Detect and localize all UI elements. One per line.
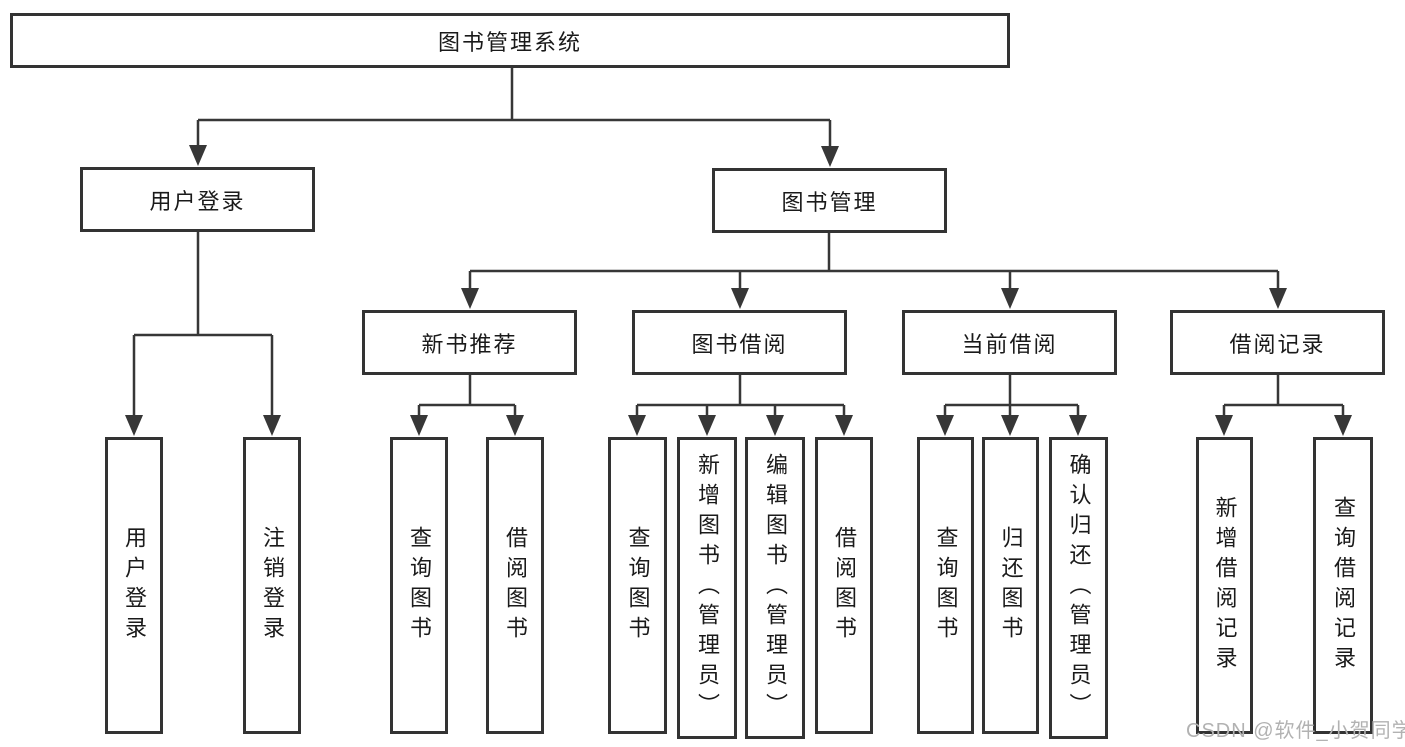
leaf-borrow-books-1-label: 借阅图书 [503,525,528,646]
arrowheads [125,145,1352,436]
leaf-logout-label: 注销登录 [260,525,285,646]
node-current-borrowing: 当前借阅 [902,310,1117,375]
leaf-query-books-2-label: 查询图书 [625,525,651,646]
leaf-add-book-admin-label: 新增图书（管理员） [695,453,720,723]
node-user-login-label: 用户登录 [149,188,246,214]
node-book-borrowing-label: 图书借阅 [691,331,788,357]
node-current-borrowing-label: 当前借阅 [961,331,1058,357]
leaf-confirm-return-admin: 确认归还（管理员） [1049,437,1108,739]
leaf-return-books-label: 归还图书 [998,525,1024,646]
leaf-return-books: 归还图书 [982,437,1039,734]
node-user-login: 用户登录 [80,167,315,232]
node-library-system-label: 图书管理系统 [437,29,582,55]
leaf-edit-book-admin: 编辑图书（管理员） [745,437,805,739]
leaf-borrow-books-2-label: 借阅图书 [832,525,857,646]
leaf-add-borrow-record-label: 新增借阅记录 [1212,495,1238,676]
leaf-query-books-1: 查询图书 [390,437,448,734]
leaf-add-borrow-record: 新增借阅记录 [1196,437,1253,734]
node-new-book-recommend-label: 新书推荐 [421,331,518,357]
leaf-user-login: 用户登录 [105,437,163,734]
node-library-system: 图书管理系统 [10,13,1010,68]
node-book-management: 图书管理 [712,168,947,233]
leaf-logout: 注销登录 [243,437,301,734]
leaf-borrow-books-2: 借阅图书 [815,437,873,734]
node-borrowing-records: 借阅记录 [1170,310,1385,375]
leaf-user-login-label: 用户登录 [122,525,147,646]
leaf-query-books-2: 查询图书 [608,437,667,734]
node-new-book-recommend: 新书推荐 [362,310,577,375]
node-book-management-label: 图书管理 [781,189,878,215]
leaf-borrow-books-1: 借阅图书 [486,437,544,734]
leaf-confirm-return-admin-label: 确认归还（管理员） [1066,453,1092,723]
node-borrowing-records-label: 借阅记录 [1229,331,1326,357]
leaf-add-book-admin: 新增图书（管理员） [677,437,737,739]
leaf-query-books-1-label: 查询图书 [407,525,432,646]
csdn-watermark: CSDN @软件_小贺同学 [1186,720,1405,742]
leaf-query-borrow-record-label: 查询借阅记录 [1331,495,1356,676]
leaf-query-books-3-label: 查询图书 [933,525,959,646]
leaf-query-books-3: 查询图书 [917,437,974,734]
leaf-query-borrow-record: 查询借阅记录 [1313,437,1373,734]
leaf-edit-book-admin-label: 编辑图书（管理员） [763,453,788,723]
node-book-borrowing: 图书借阅 [632,310,847,375]
